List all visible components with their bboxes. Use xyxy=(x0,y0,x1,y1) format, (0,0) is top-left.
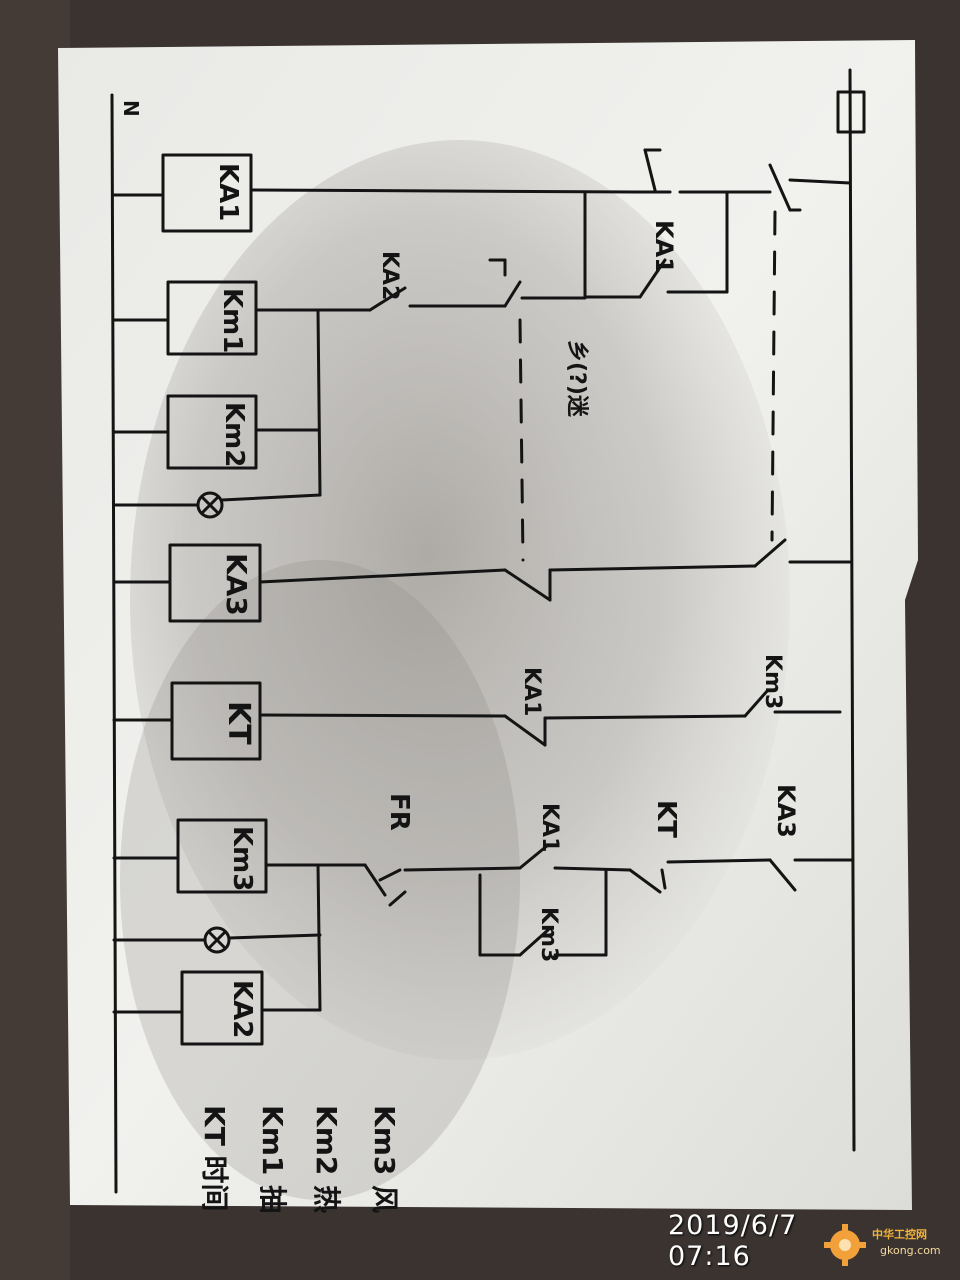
label-coil-km2: Km2 xyxy=(219,402,249,467)
note-4: KT 时间 xyxy=(198,1105,231,1212)
lamp-1 xyxy=(196,491,224,519)
gear-logo-icon xyxy=(824,1224,866,1266)
label-ka1-contact-bottom: KA1 xyxy=(537,803,562,852)
label-coil-ka3: KA3 xyxy=(220,553,253,616)
label-coil-ka2: KA2 xyxy=(227,980,257,1038)
label-km3-hold: Km3 xyxy=(536,907,561,962)
note-1: Km3 风 xyxy=(368,1105,401,1213)
watermark-name: 中华工控网 xyxy=(872,1228,927,1241)
timestamp-overlay: 2019/6/7 07:16 xyxy=(668,1210,798,1272)
label-fr: FR xyxy=(384,793,414,831)
coil-km1 xyxy=(166,280,258,356)
label-coil-km3: Km3 xyxy=(227,826,257,891)
label-ka3-contact-bottom: KA3 xyxy=(772,784,800,838)
fuse-symbol xyxy=(836,90,866,134)
coil-km3 xyxy=(176,818,268,894)
neutral-label: N xyxy=(119,100,143,117)
label-km3-contact-kt: Km3 xyxy=(760,654,785,709)
label-coil-km1: Km1 xyxy=(217,288,247,353)
label-kt-contact: KT xyxy=(651,800,681,838)
neutral-rail xyxy=(110,93,118,1194)
coil-ka1 xyxy=(161,153,253,233)
note-2: Km2 热 xyxy=(310,1105,343,1213)
label-ka2-contact: KA2 xyxy=(377,251,402,300)
live-rail xyxy=(848,68,856,1152)
label-ka1-contact-kt: KA1 xyxy=(519,667,544,716)
lamp-2 xyxy=(203,926,231,954)
coil-km2 xyxy=(166,394,258,470)
note-3: Km1 抽 xyxy=(256,1105,289,1213)
hand-shadow xyxy=(130,140,790,1060)
label-coil-kt: KT xyxy=(221,701,256,745)
coil-kt xyxy=(170,681,262,761)
watermark-url: gkong.com xyxy=(880,1244,941,1257)
label-ka1-contact-top: KA1 xyxy=(650,220,678,274)
label-fuzzy-note: 乡(?)迷 xyxy=(564,340,589,418)
label-coil-ka1: KA1 xyxy=(213,163,243,221)
coil-ka2 xyxy=(180,970,264,1046)
